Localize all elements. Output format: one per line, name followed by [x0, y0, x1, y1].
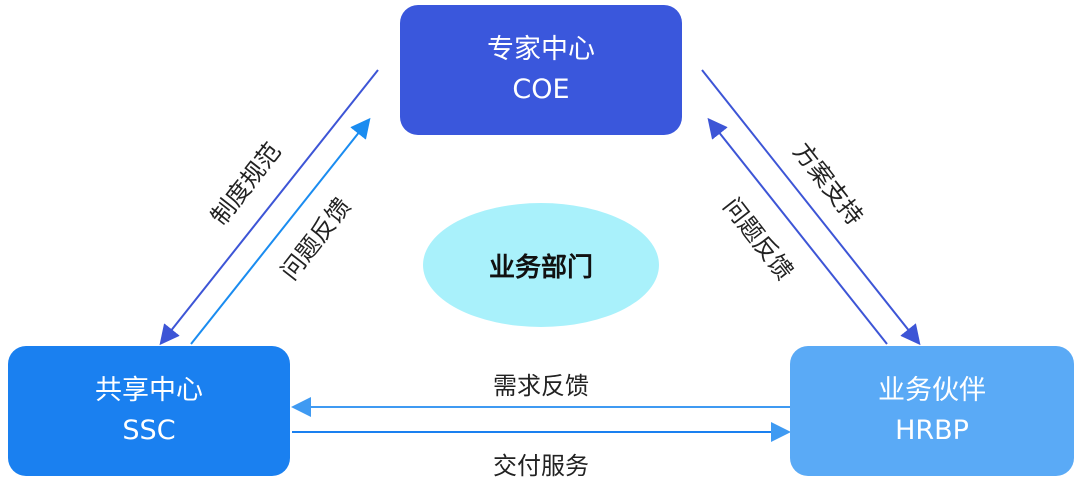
node-ssc: 共享中心 SSC — [8, 346, 290, 476]
node-ssc-abbr: SSC — [122, 415, 176, 446]
node-hrbp: 业务伙伴 HRBP — [790, 346, 1074, 476]
arrow-coe-to-hrbp — [701, 69, 921, 346]
node-coe-title: 专家中心 — [487, 34, 595, 65]
label-hrbp-to-ssc: 需求反馈 — [493, 372, 589, 400]
arrow-hrbp-to-coe — [707, 117, 888, 345]
arrow-ssc-to-coe — [190, 117, 371, 345]
arrow-coe-to-ssc — [159, 69, 379, 346]
node-coe: 专家中心 COE — [400, 5, 682, 135]
node-business-dept-title: 业务部门 — [488, 252, 593, 283]
node-coe-abbr: COE — [512, 74, 570, 105]
label-ssc-to-hrbp: 交付服务 — [493, 452, 589, 480]
node-hrbp-abbr: HRBP — [895, 415, 969, 446]
node-business-dept: 业务部门 — [423, 203, 659, 327]
node-hrbp-title: 业务伙伴 — [878, 375, 986, 406]
node-ssc-title: 共享中心 — [95, 375, 203, 406]
